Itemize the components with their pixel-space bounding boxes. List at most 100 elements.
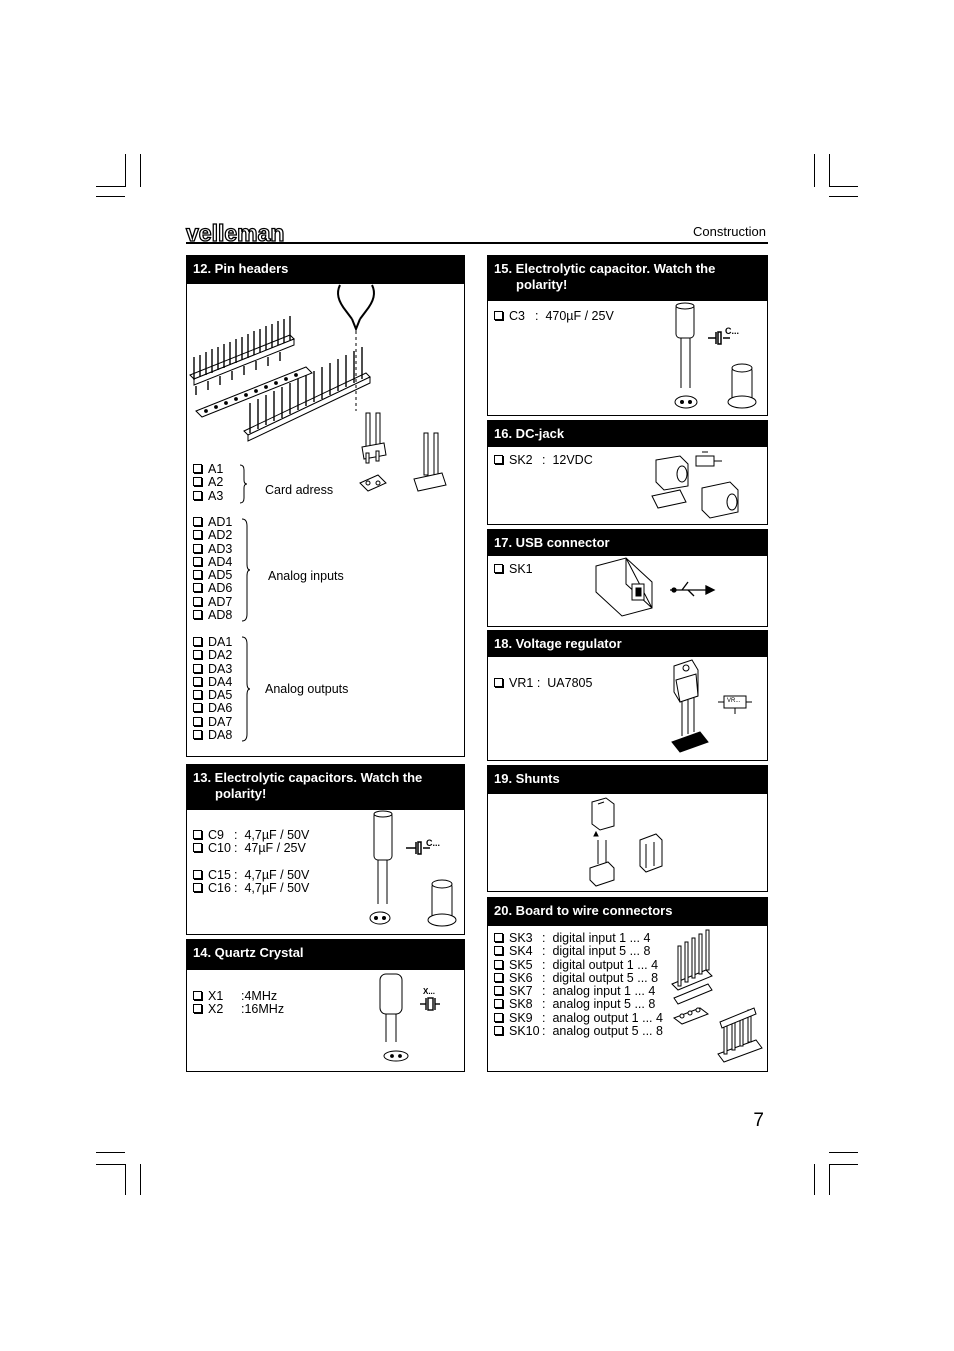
regulator-list: VR1 : UA7805 — [494, 676, 592, 690]
checkbox[interactable] — [494, 1026, 503, 1036]
list-item[interactable]: AD1 — [193, 515, 232, 529]
checkbox[interactable] — [494, 1012, 503, 1022]
list-item[interactable]: SK9: analog output 1 ... 4 — [494, 1011, 663, 1025]
list-item[interactable]: SK3: digital input 1 ... 4 — [494, 931, 663, 945]
checkbox[interactable] — [193, 869, 202, 879]
section-title: Construction — [693, 224, 766, 239]
checkbox[interactable] — [193, 690, 202, 700]
checkbox[interactable] — [494, 564, 503, 573]
list-item[interactable]: AD8 — [193, 608, 232, 622]
list-item[interactable]: AD5 — [193, 569, 232, 582]
checkbox[interactable] — [494, 455, 503, 464]
list-item[interactable]: AD7 — [193, 595, 232, 609]
checkbox[interactable] — [193, 1004, 202, 1014]
checkbox[interactable] — [193, 517, 202, 526]
checkbox[interactable] — [193, 464, 202, 473]
checkbox[interactable] — [494, 946, 503, 956]
analog-outputs-label: Analog outputs — [265, 682, 349, 696]
checkbox[interactable] — [494, 986, 503, 996]
list-item[interactable]: X2:16MHz — [193, 1002, 284, 1016]
list-item[interactable]: X1:4MHz — [193, 989, 284, 1003]
list-item[interactable]: SK6: digital output 5 ... 8 — [494, 971, 663, 985]
section-12-title: 12. Pin headers — [187, 256, 464, 284]
list-item[interactable]: A1 — [193, 462, 223, 476]
brace-icon — [241, 636, 251, 742]
list-item[interactable]: AD4 — [193, 555, 232, 569]
crystal-list: X1:4MHz X2:16MHz — [193, 989, 284, 1017]
list-item[interactable]: DA3 — [193, 662, 232, 676]
checkbox[interactable] — [193, 991, 202, 1000]
list-item[interactable]: SK4: digital input 5 ... 8 — [494, 944, 663, 958]
checkbox[interactable] — [193, 650, 202, 660]
checkbox[interactable] — [193, 703, 202, 713]
checkbox[interactable] — [193, 637, 202, 646]
brace-icon — [239, 464, 248, 504]
list-item[interactable]: SK10: analog output 5 ... 8 — [494, 1024, 663, 1038]
checkbox[interactable] — [193, 530, 202, 540]
checkbox[interactable] — [193, 716, 202, 726]
list-item[interactable]: AD6 — [193, 582, 232, 595]
checkbox[interactable] — [494, 933, 503, 942]
checkbox[interactable] — [494, 972, 503, 982]
analog-inputs-list: AD1 AD2 AD3 AD4 AD5 AD6 AD7 AD8 — [193, 515, 232, 622]
list-item[interactable]: VR1 : UA7805 — [494, 676, 592, 690]
list-item[interactable]: C16: 4,7µF / 50V — [193, 881, 309, 895]
capacitor-symbol-label: C... — [426, 838, 441, 848]
pin-header-illustration — [189, 284, 447, 492]
checkbox[interactable] — [494, 311, 503, 320]
section-17-title: 17. USB connector — [488, 530, 767, 556]
list-item[interactable]: A2 — [193, 476, 223, 489]
list-item[interactable]: DA6 — [193, 702, 232, 715]
list-item[interactable]: DA8 — [193, 728, 232, 742]
list-item[interactable]: AD3 — [193, 542, 232, 556]
checkbox[interactable] — [193, 610, 202, 620]
checkbox[interactable] — [193, 882, 202, 892]
list-item[interactable]: SK2: 12VDC — [494, 453, 593, 467]
checkbox[interactable] — [193, 543, 202, 553]
crystal-symbol-label: X... — [423, 987, 436, 996]
checkbox[interactable] — [494, 959, 503, 969]
list-item[interactable]: SK7: analog input 1 ... 4 — [494, 984, 663, 998]
list-item[interactable]: AD2 — [193, 529, 232, 542]
checkbox[interactable] — [494, 999, 503, 1009]
checkbox[interactable] — [193, 596, 202, 606]
list-item[interactable]: DA7 — [193, 715, 232, 729]
list-item[interactable]: DA4 — [193, 675, 232, 689]
list-item[interactable]: SK5: digital output 1 ... 4 — [494, 958, 663, 972]
section-20-title: 20. Board to wire connectors — [488, 898, 767, 926]
checkbox[interactable] — [193, 676, 202, 686]
list-item[interactable]: SK1 — [494, 562, 533, 576]
checkbox[interactable] — [193, 556, 202, 566]
checkbox[interactable] — [193, 663, 202, 673]
list-item[interactable]: SK8: analog input 5 ... 8 — [494, 998, 663, 1011]
checkbox[interactable] — [193, 730, 202, 740]
checkbox[interactable] — [193, 490, 202, 500]
list-item[interactable]: C3: 470µF / 25V — [494, 309, 614, 323]
section-18-voltage-regulator: 18. Voltage regulator — [487, 630, 768, 761]
list-item[interactable]: C9: 4,7µF / 50V — [193, 828, 309, 842]
capacitor-illustration — [674, 302, 757, 409]
section-20-board-to-wire: 20. Board to wire connectors — [487, 897, 768, 1072]
section-16-title: 16. DC-jack — [488, 421, 767, 447]
checkbox[interactable] — [193, 583, 202, 593]
list-item[interactable]: DA2 — [193, 649, 232, 662]
list-item[interactable]: DA1 — [193, 635, 232, 649]
c3-list: C3: 470µF / 25V — [494, 309, 614, 323]
dc-jack-list: SK2: 12VDC — [494, 453, 593, 467]
connector-list: SK3: digital input 1 ... 4 SK4: digital … — [494, 931, 663, 1038]
checkbox[interactable] — [494, 678, 503, 687]
checkbox[interactable] — [193, 570, 202, 580]
checkbox[interactable] — [193, 843, 202, 853]
list-item[interactable]: C15: 4,7µF / 50V — [193, 868, 309, 882]
checkbox[interactable] — [193, 830, 202, 839]
section-15-title: 15. Electrolytic capacitor. Watch the po… — [488, 256, 767, 301]
wire-connector-illustration — [671, 929, 763, 1063]
crystal-illustration — [379, 973, 440, 1062]
capacitor-illustration — [369, 810, 457, 927]
list-item[interactable]: A3 — [193, 489, 223, 503]
dc-jack-illustration — [651, 451, 739, 519]
section-19-title: 19. Shunts — [488, 766, 767, 794]
checkbox[interactable] — [193, 477, 202, 487]
list-item[interactable]: DA5 — [193, 689, 232, 702]
list-item[interactable]: C10: 47µF / 25V — [193, 841, 309, 855]
